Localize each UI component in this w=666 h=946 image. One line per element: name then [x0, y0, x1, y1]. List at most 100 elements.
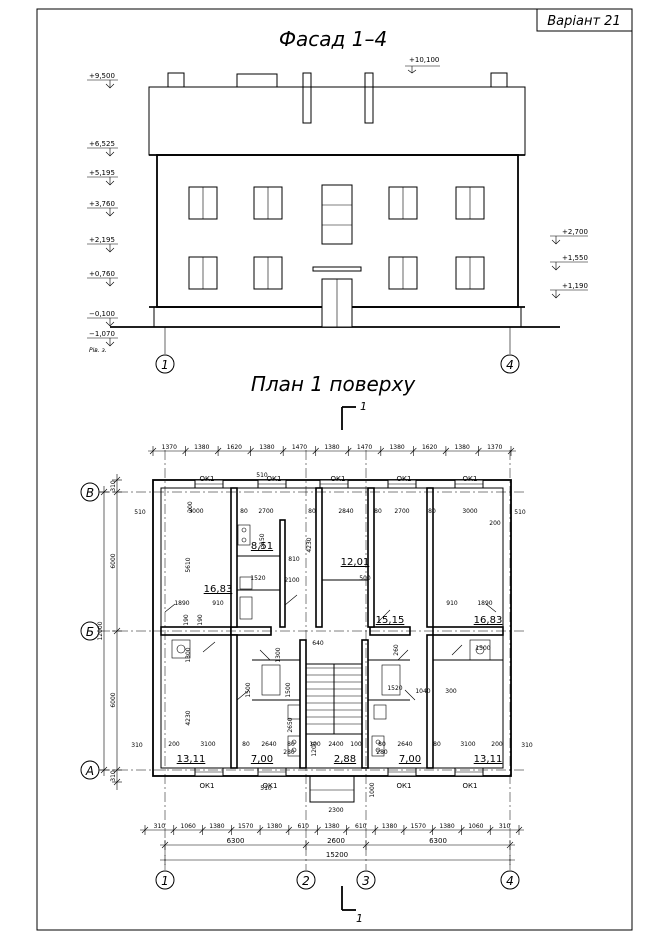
facade-axis-1 [155, 354, 175, 374]
plan-door-swings [164, 594, 497, 701]
room-dim: 80 [374, 508, 382, 515]
level-mark: +2,195 [89, 236, 115, 244]
left-dim: 6000 [110, 553, 117, 568]
plan-staircase [305, 663, 363, 803]
top-level-text: +10,100 [409, 56, 439, 64]
facade-roof [148, 86, 526, 156]
room-area: 13,11 [474, 754, 503, 765]
misc-dim: 1890 [174, 600, 189, 607]
span-dim: 6300 [429, 837, 447, 845]
level-mark: +0,760 [89, 270, 115, 278]
misc-dim: 190 [197, 614, 204, 626]
room-area: 16,83 [204, 584, 233, 595]
misc-dim: 1500 [475, 645, 490, 652]
window-label: ОК1 [463, 475, 478, 483]
misc-dim: 2300 [328, 807, 343, 814]
room-dim-bottom: 2640 [261, 741, 276, 748]
room-area: 16,83 [474, 615, 503, 626]
level-mark: +9,500 [89, 72, 115, 80]
misc-dim: 200 [489, 520, 501, 527]
dim-value: 1380 [324, 444, 339, 451]
room-dim-bottom: 100 [309, 741, 321, 748]
misc-dim: 280 [376, 749, 388, 756]
dim-value: 1380 [324, 823, 339, 830]
room-dim-bottom: 3100 [460, 741, 475, 748]
svg-text:1: 1 [161, 358, 169, 372]
sheet-frame [36, 8, 633, 931]
plan-window-openings [194, 479, 484, 777]
plan-grid-axes [100, 450, 525, 870]
level-mark: +6,525 [89, 140, 115, 148]
facade-windows-upper [188, 184, 485, 245]
facade-level-marks-left: +9,500+6,525+5,195+3,760+2,195+0,760−0,1… [87, 72, 118, 354]
dim-value: 1380 [382, 823, 397, 830]
misc-dim: 1200 [311, 741, 318, 756]
misc-dim: 910 [446, 600, 458, 607]
room-dim-bottom: 100 [350, 741, 362, 748]
svg-text:4: 4 [506, 358, 514, 372]
section-mark-top: 1 [341, 400, 367, 430]
room-dim-bottom: 80 [287, 741, 295, 748]
level-mark-right: +2,700 [562, 228, 588, 236]
facade-canopy [312, 266, 362, 272]
misc-dim: 1520 [387, 685, 402, 692]
level-mark-right: +1,190 [562, 282, 588, 290]
variant-label: Варіант 21 [547, 14, 620, 29]
left-dim-overall: 12000 [97, 621, 104, 640]
misc-dim: 1890 [477, 600, 492, 607]
room-dim: 3000 [462, 508, 477, 515]
misc-dim: 510 [514, 509, 526, 516]
dim-value: 1470 [357, 444, 372, 451]
misc-dim: 2100 [284, 577, 299, 584]
room-dim: 2840 [338, 508, 353, 515]
dim-value: 1370 [162, 444, 177, 451]
misc-dim: 300 [445, 688, 457, 695]
misc-dim: 260 [393, 644, 400, 656]
misc-dim: 280 [283, 749, 295, 756]
axis-a: А [85, 764, 94, 778]
misc-dim: 310 [521, 742, 533, 749]
room-dim: 2700 [258, 508, 273, 515]
room-area: 7,00 [399, 754, 421, 765]
window-label: ОК1 [397, 782, 412, 790]
room-dim-bottom: 80 [242, 741, 250, 748]
misc-dim: 4230 [185, 710, 192, 725]
svg-text:2: 2 [302, 874, 310, 888]
room-dim-bottom: 3100 [200, 741, 215, 748]
svg-text:1: 1 [360, 400, 367, 413]
dim-value: 1570 [411, 823, 426, 830]
left-dim: 310 [110, 770, 117, 782]
level-mark-right: +1,550 [562, 254, 588, 262]
misc-dim: 810 [288, 556, 300, 563]
level-mark: +3,760 [89, 200, 115, 208]
dim-value: 1060 [468, 823, 483, 830]
window-label: ОК1 [267, 475, 282, 483]
misc-dim: 1500 [285, 682, 292, 697]
misc-dim: 510 [260, 785, 272, 792]
facade-title: Фасад 1–4 [279, 27, 387, 51]
misc-dim: 510 [134, 509, 146, 516]
room-area: 7,00 [251, 754, 273, 765]
window-label: ОК1 [397, 475, 412, 483]
misc-dim: 1000 [369, 782, 376, 797]
misc-dim: 1040 [415, 688, 430, 695]
dim-value: 1380 [389, 444, 404, 451]
dim-value: 1370 [487, 444, 502, 451]
dim-value: 310 [154, 823, 166, 830]
left-dim: 6000 [110, 692, 117, 707]
facade-level-marks-right: +2,700 +1,550 +1,190 [550, 228, 588, 299]
svg-text:1: 1 [356, 912, 363, 925]
misc-dim: 510 [256, 472, 268, 479]
misc-dim: 910 [212, 600, 224, 607]
svg-text:3: 3 [362, 874, 370, 888]
dim-value: 310 [499, 823, 511, 830]
window-label: ОК1 [463, 782, 478, 790]
floor-plan: План 1 поверху 1 1 [80, 372, 533, 925]
dim-value: 1380 [439, 823, 454, 830]
